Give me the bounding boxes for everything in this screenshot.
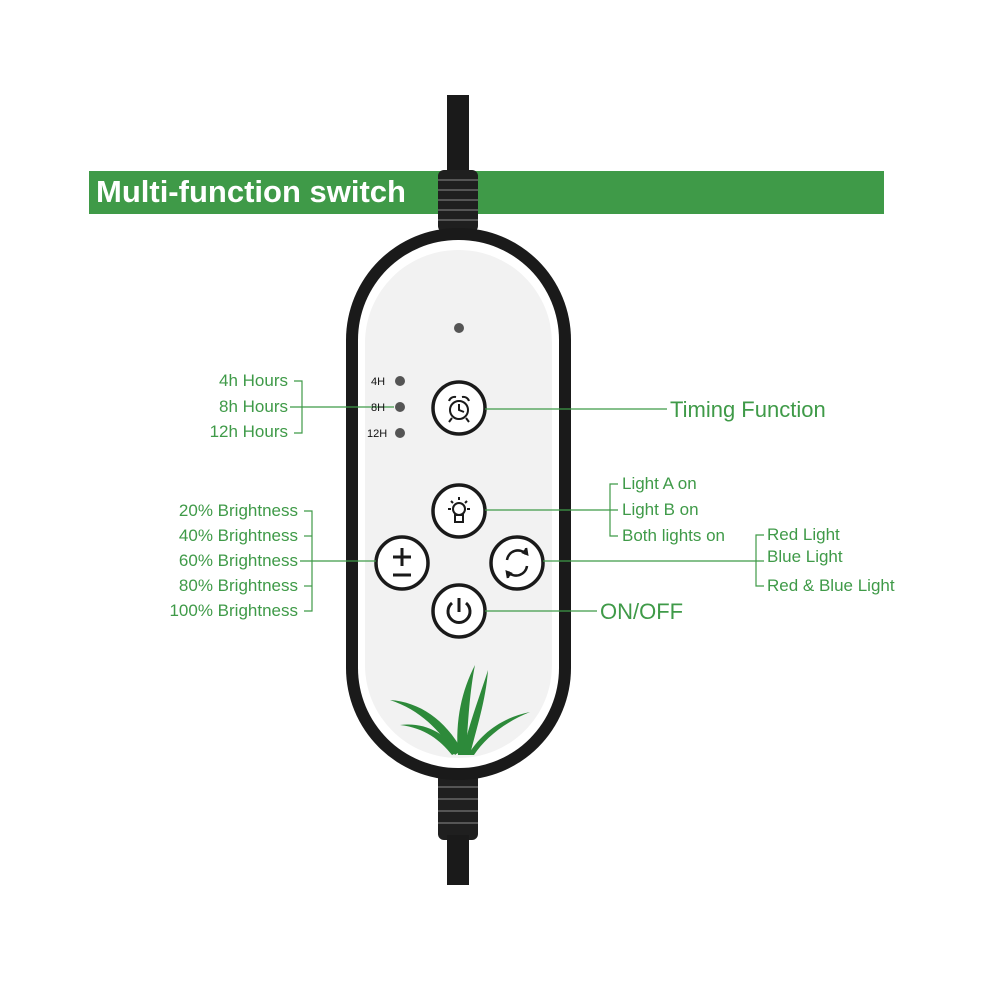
brightness-button: [374, 535, 430, 591]
light-select-button: [431, 483, 487, 539]
cycle-arrows-icon: [505, 547, 529, 579]
light-b-label: Light B on: [622, 500, 699, 519]
color-cycle-button: [489, 535, 545, 591]
light-bulb-icon: [448, 497, 470, 523]
timing-function-label: Timing Function: [670, 397, 826, 422]
blue-light-label: Blue Light: [767, 547, 843, 566]
red-blue-light-label: Red & Blue Light: [767, 576, 895, 595]
status-led: [454, 323, 464, 333]
timer-label-8h: 8h Hours: [219, 397, 288, 416]
brightness-label-80: 80% Brightness: [178, 576, 298, 595]
callout-lines: [290, 380, 764, 612]
timer-label-4h: 4h Hours: [219, 371, 288, 390]
indicator-8h-label: 8H: [371, 402, 386, 414]
both-lights-label: Both lights on: [622, 526, 726, 545]
plant-logo: [390, 665, 530, 755]
power-icon: [446, 598, 472, 624]
top-cable-strain-relief: [438, 170, 478, 232]
light-a-label: Light A on: [622, 474, 697, 493]
power-button: [431, 583, 487, 639]
led-12h: [395, 428, 405, 438]
top-cable: [447, 95, 469, 185]
title-banner: [89, 171, 884, 214]
led-4h: [395, 376, 405, 386]
bottom-cable: [447, 835, 469, 885]
timer-label-12h: 12h Hours: [209, 422, 288, 441]
brightness-label-100: 100% Brightness: [169, 601, 298, 620]
alarm-clock-icon: [448, 395, 470, 423]
plus-minus-icon: [393, 548, 411, 577]
indicator-4h-label: 4H: [371, 376, 386, 388]
brightness-label-40: 40% Brightness: [178, 526, 298, 545]
red-light-label: Red Light: [767, 525, 840, 544]
brightness-label-60: 60% Brightness: [178, 551, 298, 570]
led-8h: [395, 402, 405, 412]
brightness-label-20: 20% Brightness: [178, 501, 298, 520]
on-off-label: ON/OFF: [600, 599, 684, 624]
timer-button: [431, 380, 487, 436]
indicator-12h-label: 12H: [367, 428, 388, 440]
page-title: Multi-function switch: [96, 174, 406, 209]
